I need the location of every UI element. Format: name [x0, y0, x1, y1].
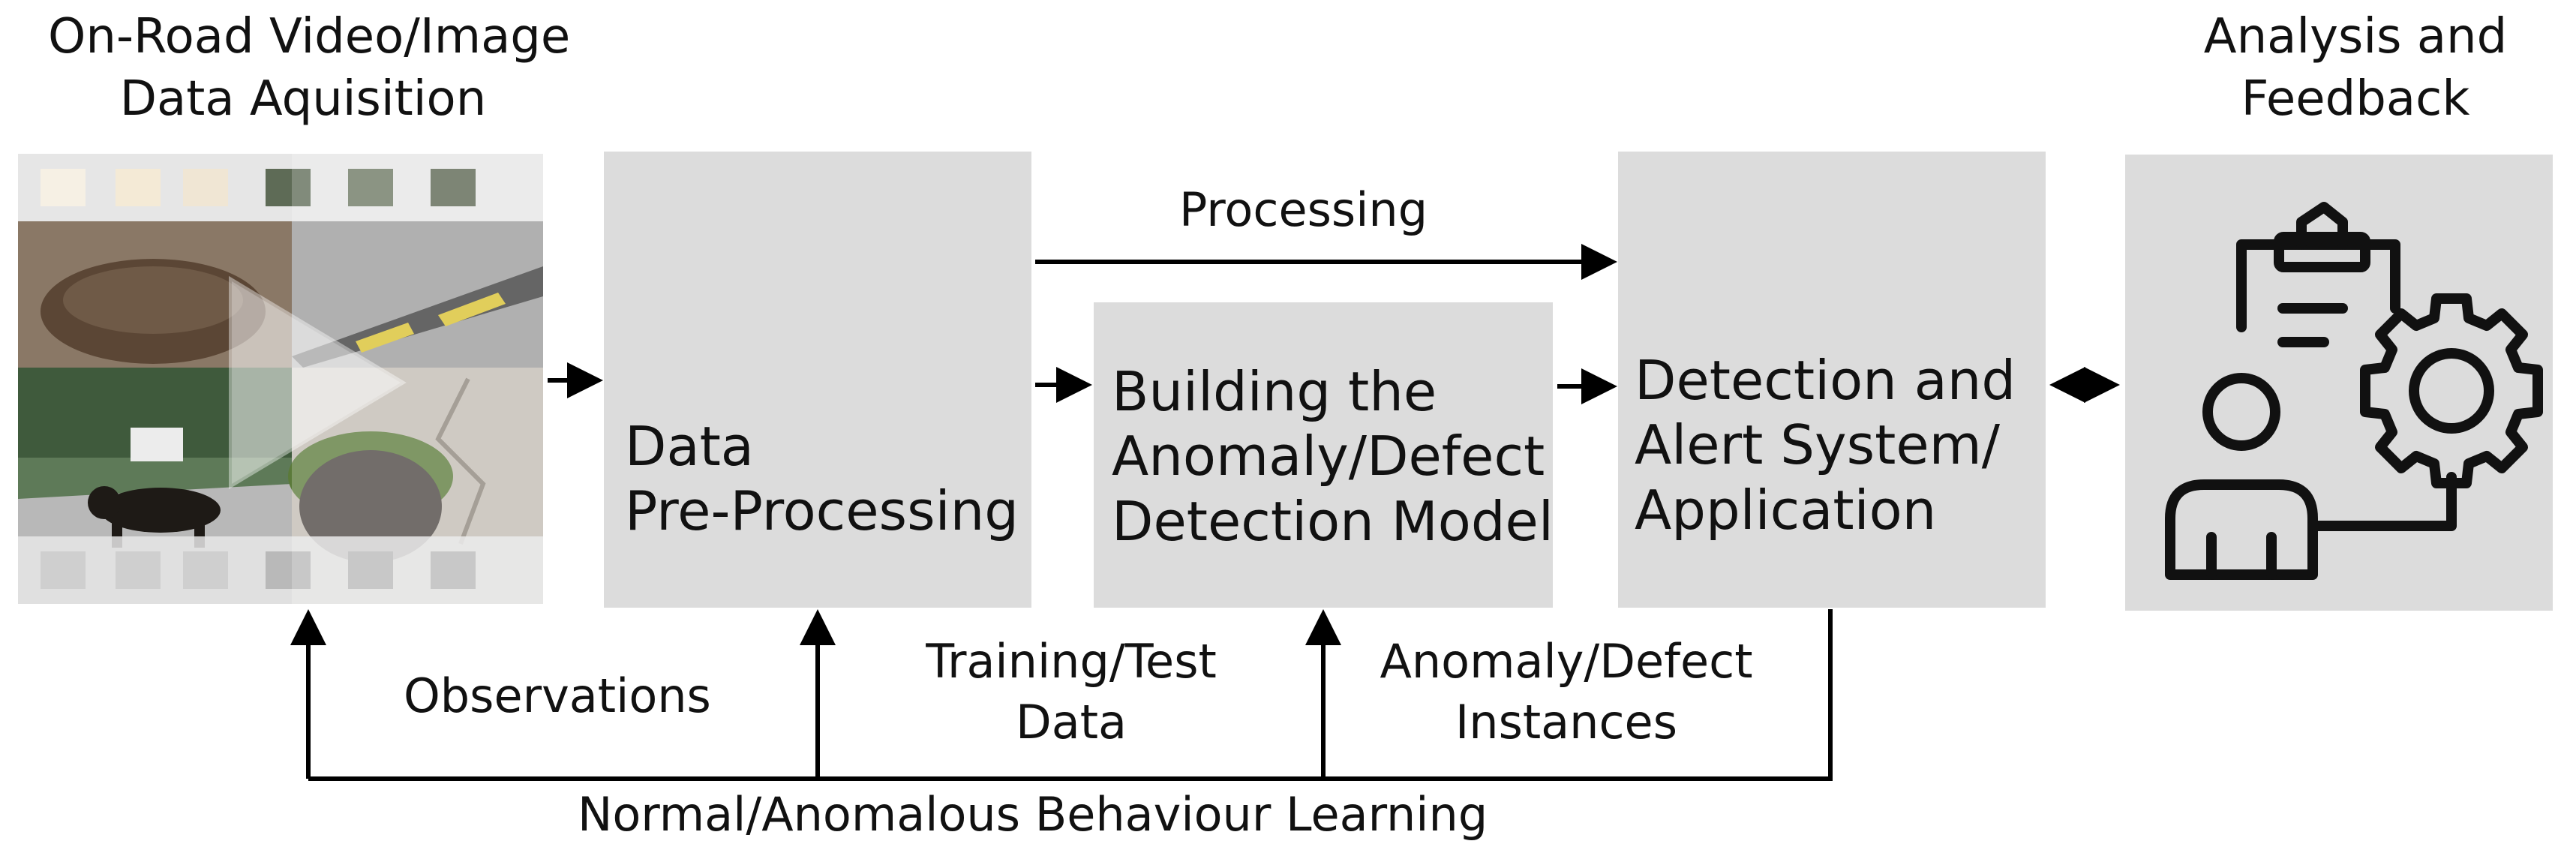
acquisition-title-line1: On-Road Video/Image — [48, 9, 571, 65]
instances-line2: Instances — [1455, 694, 1677, 749]
detection-box: Detection and Alert System/ Application — [1618, 152, 2046, 608]
acquisition-title-line2: Data Aquisition — [119, 71, 487, 128]
analysis-box — [2125, 155, 2553, 611]
training-line2: Data — [1015, 694, 1127, 749]
clipboard-user-gear-icon — [2165, 202, 2543, 580]
model-line1: Building the — [1112, 360, 1437, 423]
instances-line1: Anomaly/Defect — [1380, 634, 1753, 689]
detection-line3: Application — [1635, 478, 1937, 542]
preprocessing-line1: Data — [625, 415, 754, 478]
training-data-label: Training/Test Data — [876, 632, 1266, 752]
model-box: Building the Anomaly/Defect Detection Mo… — [1094, 302, 1554, 608]
model-line2: Anomaly/Defect — [1112, 425, 1545, 488]
learning-label: Normal/Anomalous Behaviour Learning — [578, 787, 1488, 842]
analysis-title-line1: Analysis and — [2203, 9, 2508, 65]
preprocessing-box: Data Pre-Processing — [604, 152, 1031, 608]
processing-label: Processing — [1179, 182, 1428, 237]
video-play-icon — [18, 154, 543, 604]
acquisition-title: On-Road Video/Image Data Aquisition — [48, 6, 571, 131]
preprocessing-line2: Pre-Processing — [625, 479, 1019, 543]
detection-label: Detection and Alert System/ Application — [1635, 348, 2016, 542]
analysis-title: Analysis and Feedback — [2160, 6, 2550, 131]
training-line1: Training/Test — [926, 634, 1217, 689]
observations-label: Observations — [404, 668, 711, 723]
acquisition-collage — [18, 154, 543, 604]
analysis-title-line2: Feedback — [2241, 71, 2470, 128]
model-line3: Detection Model — [1112, 489, 1554, 553]
instances-label: Anomaly/Defect Instances — [1356, 632, 1776, 752]
detection-line2: Alert System/ — [1635, 413, 2001, 477]
model-label: Building the Anomaly/Defect Detection Mo… — [1112, 359, 1554, 554]
preprocessing-label: Data Pre-Processing — [625, 414, 1019, 544]
detection-line1: Detection and — [1635, 349, 2016, 412]
